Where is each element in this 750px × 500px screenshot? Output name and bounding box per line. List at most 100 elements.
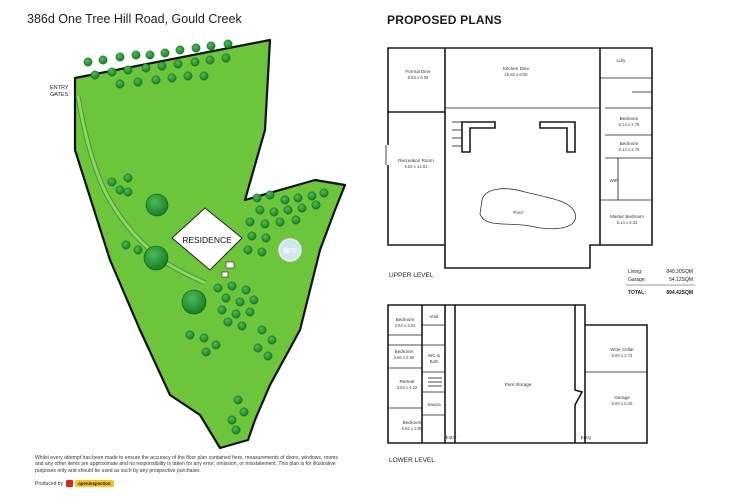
tree-icon	[253, 343, 263, 353]
tree-icon	[257, 325, 267, 335]
tree-icon	[199, 71, 209, 81]
tree-icon	[252, 193, 262, 203]
tree-icon	[90, 70, 100, 80]
tree-icon	[115, 79, 125, 89]
tree-icon	[243, 245, 253, 255]
tree-icon	[223, 39, 233, 49]
area-summary: Living: 840.30SQM Garage: 54.12SQM TOTAL…	[626, 269, 695, 296]
tree-icon	[269, 207, 279, 217]
tree-icon	[275, 217, 285, 227]
room-bedroom: Bedroom	[395, 349, 414, 354]
tree-icon	[280, 195, 290, 205]
lower-level-plan: Bedroom 3.53 x 3.53 Void Bedroom 2.60 x …	[387, 304, 648, 464]
room-wine-cellar: Wine Cellar	[610, 347, 634, 352]
tree-icon	[83, 57, 93, 67]
tree-icon	[227, 281, 237, 291]
tree-icon	[221, 53, 231, 63]
pool-shape	[479, 188, 577, 230]
tree-icon	[293, 193, 303, 203]
tree-icon	[297, 203, 307, 213]
tree-icon	[283, 205, 293, 215]
shed	[225, 261, 235, 269]
tree-icon	[307, 191, 317, 201]
tree-icon	[141, 63, 151, 73]
residence-building	[171, 207, 243, 271]
room-entry: Entry	[581, 435, 592, 440]
room-pool: Pool	[513, 210, 522, 215]
tree-icon	[213, 283, 223, 293]
room-pool-storage: Pool Storage	[505, 382, 532, 387]
svg-text:5.83 x 14.81: 5.83 x 14.81	[404, 164, 428, 169]
tree-icon	[183, 71, 193, 81]
tree-icon	[107, 177, 117, 187]
tree-icon	[167, 73, 177, 83]
svg-text:6.14 x 2.78: 6.14 x 2.78	[619, 122, 640, 127]
room-void: Void	[430, 314, 439, 319]
small-trees	[83, 39, 329, 435]
room-bedroom: Bedroom	[620, 116, 639, 121]
tree-icon	[115, 52, 125, 62]
tree-icon	[131, 50, 141, 60]
tree-icon	[237, 321, 247, 331]
water-tank-label: W.T.	[283, 248, 297, 255]
tree-icon	[319, 188, 329, 198]
tree-icon	[205, 55, 215, 65]
svg-text:6.14 x 4.33: 6.14 x 4.33	[617, 220, 638, 225]
tree-icon	[231, 425, 241, 435]
svg-text:894.42SQM: 894.42SQM	[666, 290, 693, 296]
svg-text:5.82 x 3.85: 5.82 x 3.85	[402, 426, 423, 431]
room-wir: WIR	[610, 178, 620, 183]
tree-icon	[107, 67, 117, 77]
svg-text:6.14 x 2.79: 6.14 x 2.79	[619, 147, 640, 152]
tree-icon	[245, 307, 255, 317]
room-sauna: Sauna	[427, 402, 441, 407]
tree-icon	[123, 65, 133, 75]
svg-text:15.82 x 6.06: 15.82 x 6.06	[504, 72, 528, 77]
tree-icon	[241, 285, 251, 295]
tree-icon	[157, 61, 167, 71]
upper-level-label: UPPER LEVEL	[389, 272, 434, 279]
tree-icon	[123, 173, 133, 183]
tree-icon	[235, 297, 245, 307]
svg-text:TOTAL:: TOTAL:	[628, 290, 646, 296]
property-address: 386d One Tree Hill Road, Gould Creek	[27, 12, 242, 26]
tree-icon	[145, 50, 155, 60]
tree-icon	[245, 217, 255, 227]
tree-icon	[211, 340, 221, 350]
tree-icon	[191, 43, 201, 53]
room-kitchen-dine: Kitchen Dine	[503, 66, 529, 71]
produced-by-label: Produced by	[35, 480, 64, 487]
room-wc-bath: WC &	[428, 353, 440, 358]
svg-text:2.60 x 2.60: 2.60 x 2.60	[394, 355, 415, 360]
tree-icon	[123, 187, 133, 197]
stairs	[452, 121, 462, 147]
shed	[221, 271, 229, 278]
tree-icon	[199, 333, 209, 343]
room-bedroom: Bedroom	[403, 420, 422, 425]
tree-icon	[98, 55, 108, 65]
tree-icon	[223, 317, 233, 327]
tree-icon	[231, 309, 241, 319]
tree-icon	[217, 305, 227, 315]
room-entry: Entry	[446, 435, 457, 440]
brand-logo: openinspection	[66, 480, 114, 487]
tree-icon	[265, 190, 275, 200]
tree-icon	[233, 395, 243, 405]
svg-text:Bath: Bath	[430, 359, 439, 364]
svg-text:6.60 x 2.73: 6.60 x 2.73	[612, 353, 633, 358]
produced-by: Produced by openinspection	[35, 480, 114, 487]
tree-icon	[185, 330, 195, 340]
tree-icon	[190, 57, 200, 67]
residence-label: RESIDENCE	[182, 235, 232, 245]
tree-icon	[255, 205, 265, 215]
brand-mark-icon	[66, 480, 74, 487]
tree-icon	[121, 240, 131, 250]
water-tank	[278, 238, 302, 262]
room-master-bedroom: Master Bedroom	[610, 214, 644, 219]
entry-gates-label: GATES	[50, 92, 69, 98]
tree-icon	[311, 200, 321, 210]
tree-icon	[133, 245, 143, 255]
tree-icon	[263, 351, 273, 361]
brand-name: openinspection	[75, 480, 114, 487]
